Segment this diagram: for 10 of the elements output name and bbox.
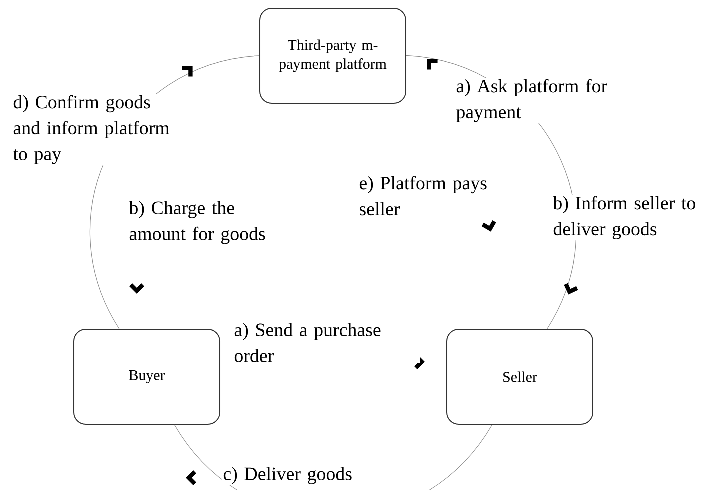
step-label: e) Platform pays seller	[360, 176, 487, 216]
arc-line	[174, 424, 493, 490]
step-label: c) Deliver goods	[224, 467, 352, 484]
rounded-box: Buyer	[74, 328, 220, 425]
step-label: d) Confirm goods and inform platform to pay	[13, 95, 170, 164]
step-label: b) Inform seller to deliver goods	[553, 196, 696, 240]
step-label: b) Charge the amount for goods	[129, 201, 266, 244]
rounded-box: Seller	[446, 328, 594, 425]
step-label: a) Ask platform for payment	[456, 79, 608, 122]
rounded-box: Third-party m-payment platform	[260, 8, 406, 104]
